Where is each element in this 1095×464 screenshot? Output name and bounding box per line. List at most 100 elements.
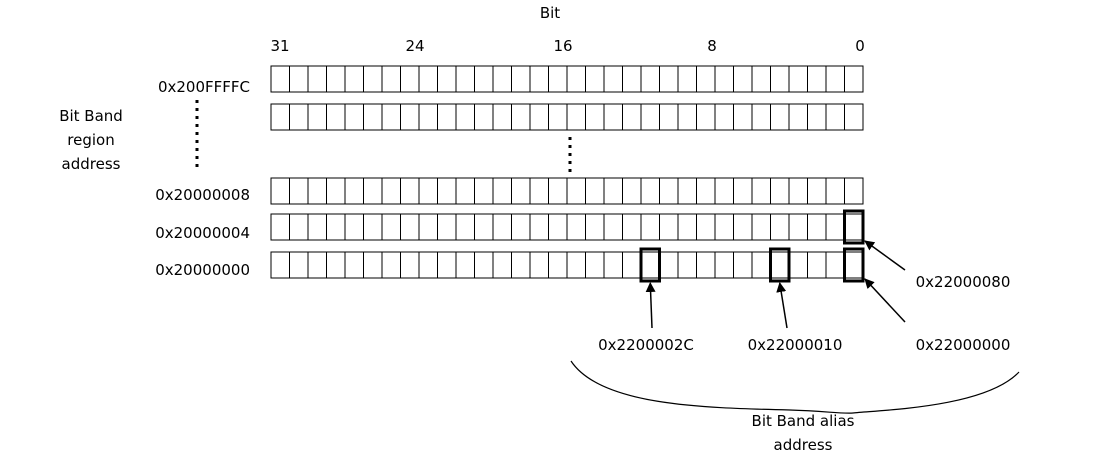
bit-cell xyxy=(640,103,660,131)
bit-cell xyxy=(289,65,309,93)
alias-address-0x2200002C: 0x2200002C xyxy=(598,336,694,354)
arrow-0x2200002C xyxy=(645,282,656,329)
bit-tick-8: 8 xyxy=(707,37,717,55)
bit-cell xyxy=(455,103,475,131)
bit-cell xyxy=(474,251,494,279)
bit-cell xyxy=(511,65,531,93)
bit-cell xyxy=(640,177,660,205)
bit-cell xyxy=(307,177,327,205)
bit-cell xyxy=(381,103,401,131)
bit-cell xyxy=(400,251,420,279)
bit-cell xyxy=(751,65,771,93)
alias-address-0x22000010: 0x22000010 xyxy=(748,336,843,354)
bit-cell xyxy=(733,213,753,241)
bit-cell xyxy=(400,65,420,93)
bit-cell xyxy=(455,65,475,93)
bit-cell xyxy=(529,251,549,279)
bit-cell xyxy=(511,177,531,205)
bit-cell xyxy=(733,103,753,131)
row-address-0x200FFFFC: 0x200FFFFC xyxy=(158,78,250,96)
bit-cell xyxy=(770,251,790,279)
bit-cell xyxy=(622,177,642,205)
bit-cell xyxy=(270,213,290,241)
bit-cell xyxy=(714,65,734,93)
bit-cell xyxy=(418,177,438,205)
bit-cell xyxy=(344,177,364,205)
bit-cell xyxy=(437,213,457,241)
bit-cell xyxy=(529,65,549,93)
bit-cell xyxy=(844,251,864,279)
axis-title: Bit xyxy=(540,4,560,22)
bit-cell xyxy=(363,251,383,279)
bit-cell xyxy=(844,177,864,205)
bit-cell xyxy=(511,251,531,279)
bit-cell xyxy=(455,177,475,205)
bit-cell xyxy=(640,213,660,241)
bit-cell xyxy=(788,213,808,241)
region-label-line-3: address xyxy=(62,155,121,173)
bit-cell xyxy=(585,103,605,131)
bit-cell xyxy=(696,65,716,93)
bit-cell xyxy=(400,103,420,131)
bit-cell xyxy=(529,103,549,131)
bit-cell xyxy=(270,103,290,131)
region-label-line-2: region xyxy=(67,131,114,149)
diagram-labels: Bit 31 24 16 8 0 Bit Band region address… xyxy=(59,4,1010,454)
bit-tick-0: 0 xyxy=(855,37,865,55)
highlighted-bit-0x2200002C xyxy=(639,247,661,283)
bit-cell xyxy=(751,177,771,205)
bit-cell xyxy=(548,177,568,205)
bit-cell xyxy=(603,103,623,131)
bit-cell xyxy=(807,251,827,279)
bit-cell xyxy=(770,65,790,93)
bit-cell xyxy=(770,177,790,205)
bit-cell xyxy=(418,213,438,241)
row-address-0x20000004: 0x20000004 xyxy=(155,224,250,242)
bit-cell xyxy=(437,251,457,279)
bit-cell xyxy=(437,103,457,131)
bit-cell xyxy=(492,251,512,279)
bit-cell xyxy=(603,65,623,93)
highlighted-bit-0x22000080 xyxy=(843,209,865,245)
bit-cell xyxy=(585,213,605,241)
bit-cell xyxy=(622,65,642,93)
bit-cell xyxy=(326,251,346,279)
bit-cell xyxy=(825,213,845,241)
bit-cell xyxy=(659,213,679,241)
bit-cell xyxy=(807,177,827,205)
bit-cell xyxy=(289,251,309,279)
bit-cell xyxy=(511,103,531,131)
bit-cell xyxy=(788,65,808,93)
alias-label-line-1: Bit Band alias xyxy=(752,412,855,430)
bit-cell xyxy=(492,103,512,131)
bit-cell xyxy=(418,103,438,131)
bit-cell xyxy=(381,177,401,205)
bit-cell xyxy=(400,213,420,241)
bit-cell xyxy=(844,103,864,131)
bit-cell xyxy=(733,65,753,93)
bit-cell xyxy=(289,103,309,131)
arrow-0x22000010 xyxy=(776,282,788,329)
bit-cell xyxy=(548,251,568,279)
bit-cell xyxy=(270,251,290,279)
bit-cell xyxy=(733,177,753,205)
bit-cell xyxy=(659,251,679,279)
bit-cell xyxy=(714,251,734,279)
bit-cell xyxy=(622,251,642,279)
bit-cell xyxy=(566,103,586,131)
bit-cell xyxy=(585,177,605,205)
bit-cell xyxy=(474,177,494,205)
bit-cell xyxy=(788,177,808,205)
bit-cell xyxy=(529,177,549,205)
bit-cell xyxy=(270,177,290,205)
bit-cell xyxy=(418,251,438,279)
alias-brace xyxy=(570,360,1020,414)
bit-cell xyxy=(825,251,845,279)
bit-cell xyxy=(455,251,475,279)
bit-cell xyxy=(566,65,586,93)
bit-cell xyxy=(677,65,697,93)
bit-cell xyxy=(770,103,790,131)
bit-cell xyxy=(437,177,457,205)
row-address-0x20000000: 0x20000000 xyxy=(155,261,250,279)
